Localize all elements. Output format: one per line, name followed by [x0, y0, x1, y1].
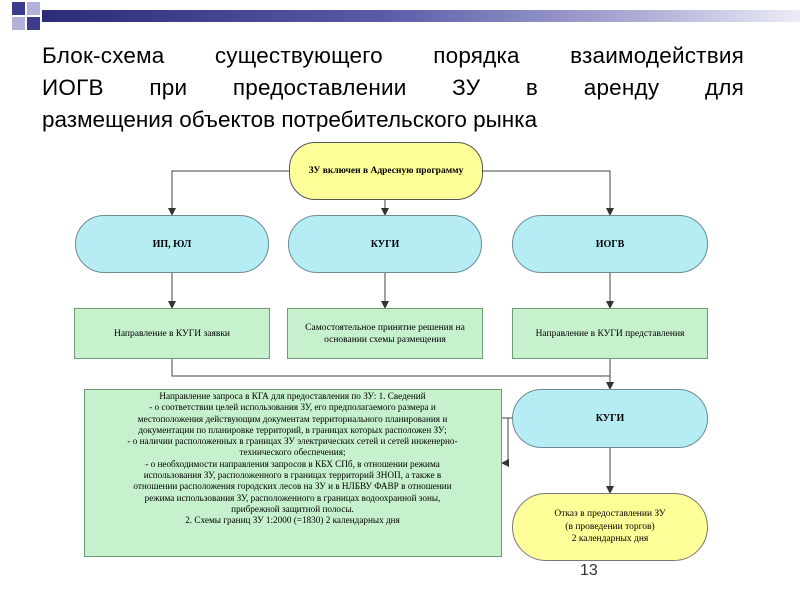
arrow-top-to-ipul — [168, 170, 289, 216]
request-line: - о соответствии целей использования ЗУ,… — [149, 402, 436, 413]
address-program-node: ЗУ включен в Адресную программу — [289, 142, 483, 200]
refusal-line: 2 календарных дня — [571, 534, 649, 545]
node-independent-decision: Самостоятельное принятие решения на осно… — [287, 308, 483, 359]
page-number: 13 — [580, 562, 598, 579]
node-kugi-second: КУГИ — [512, 389, 708, 448]
request-line: прибрежной защитной полосы. — [231, 503, 354, 514]
request-line: использования ЗУ, расположенного в грани… — [143, 470, 442, 481]
kga-request-text: Направление запроса в КГА для предоставл… — [86, 391, 499, 527]
slide-title-line-2: ИОГВ при предоставлении ЗУ в аренду для — [42, 75, 744, 100]
node-kga-request — [84, 389, 502, 557]
title-bar — [0, 0, 800, 30]
request-line: режима использования ЗУ, расположенного … — [144, 492, 441, 503]
node-refusal: Отказ в предоставлении ЗУ (в проведении … — [512, 493, 708, 561]
slide-title-line-1: Блок-схема существующего порядка взаимод… — [42, 43, 744, 68]
node-application: Направление в КУГИ заявки — [74, 308, 270, 359]
line-left-branch — [171, 359, 610, 377]
title-gradient-bar — [42, 10, 800, 22]
request-line: - о необходимости направления запросов в… — [145, 458, 440, 469]
request-line: отношении расположения городских лесов н… — [133, 481, 452, 492]
node-representation: Направление в КУГИ представления — [512, 308, 708, 359]
refusal-line: Отказ в предоставлении ЗУ — [554, 509, 666, 520]
arrow-top-to-iogv — [483, 170, 614, 216]
node-ip-ul: ИП, ЮЛ — [75, 215, 269, 273]
request-line: 2. Схемы границ ЗУ 1:2000 (=1830) 2 кале… — [185, 515, 400, 526]
node-iogv: ИОГВ — [512, 215, 708, 273]
request-line: технического обеспечения; — [239, 447, 346, 458]
node-kugi: КУГИ — [288, 215, 482, 273]
deco-square — [27, 2, 40, 15]
request-line: Направление запроса в КГА для предоставл… — [159, 391, 426, 401]
slide-title-line-3: размещения объектов потребительского рын… — [42, 107, 538, 132]
refusal-line: (в проведении торгов) — [565, 521, 655, 532]
deco-square — [12, 2, 25, 15]
deco-square — [12, 17, 25, 30]
arrow-kugi2-down — [501, 417, 512, 467]
request-line: местоположения действующим документам те… — [137, 413, 448, 424]
request-line: документации по планировке территорий, в… — [138, 424, 447, 435]
request-line: - о наличии расположенных в границах ЗУ … — [127, 436, 458, 447]
deco-square — [27, 17, 40, 30]
